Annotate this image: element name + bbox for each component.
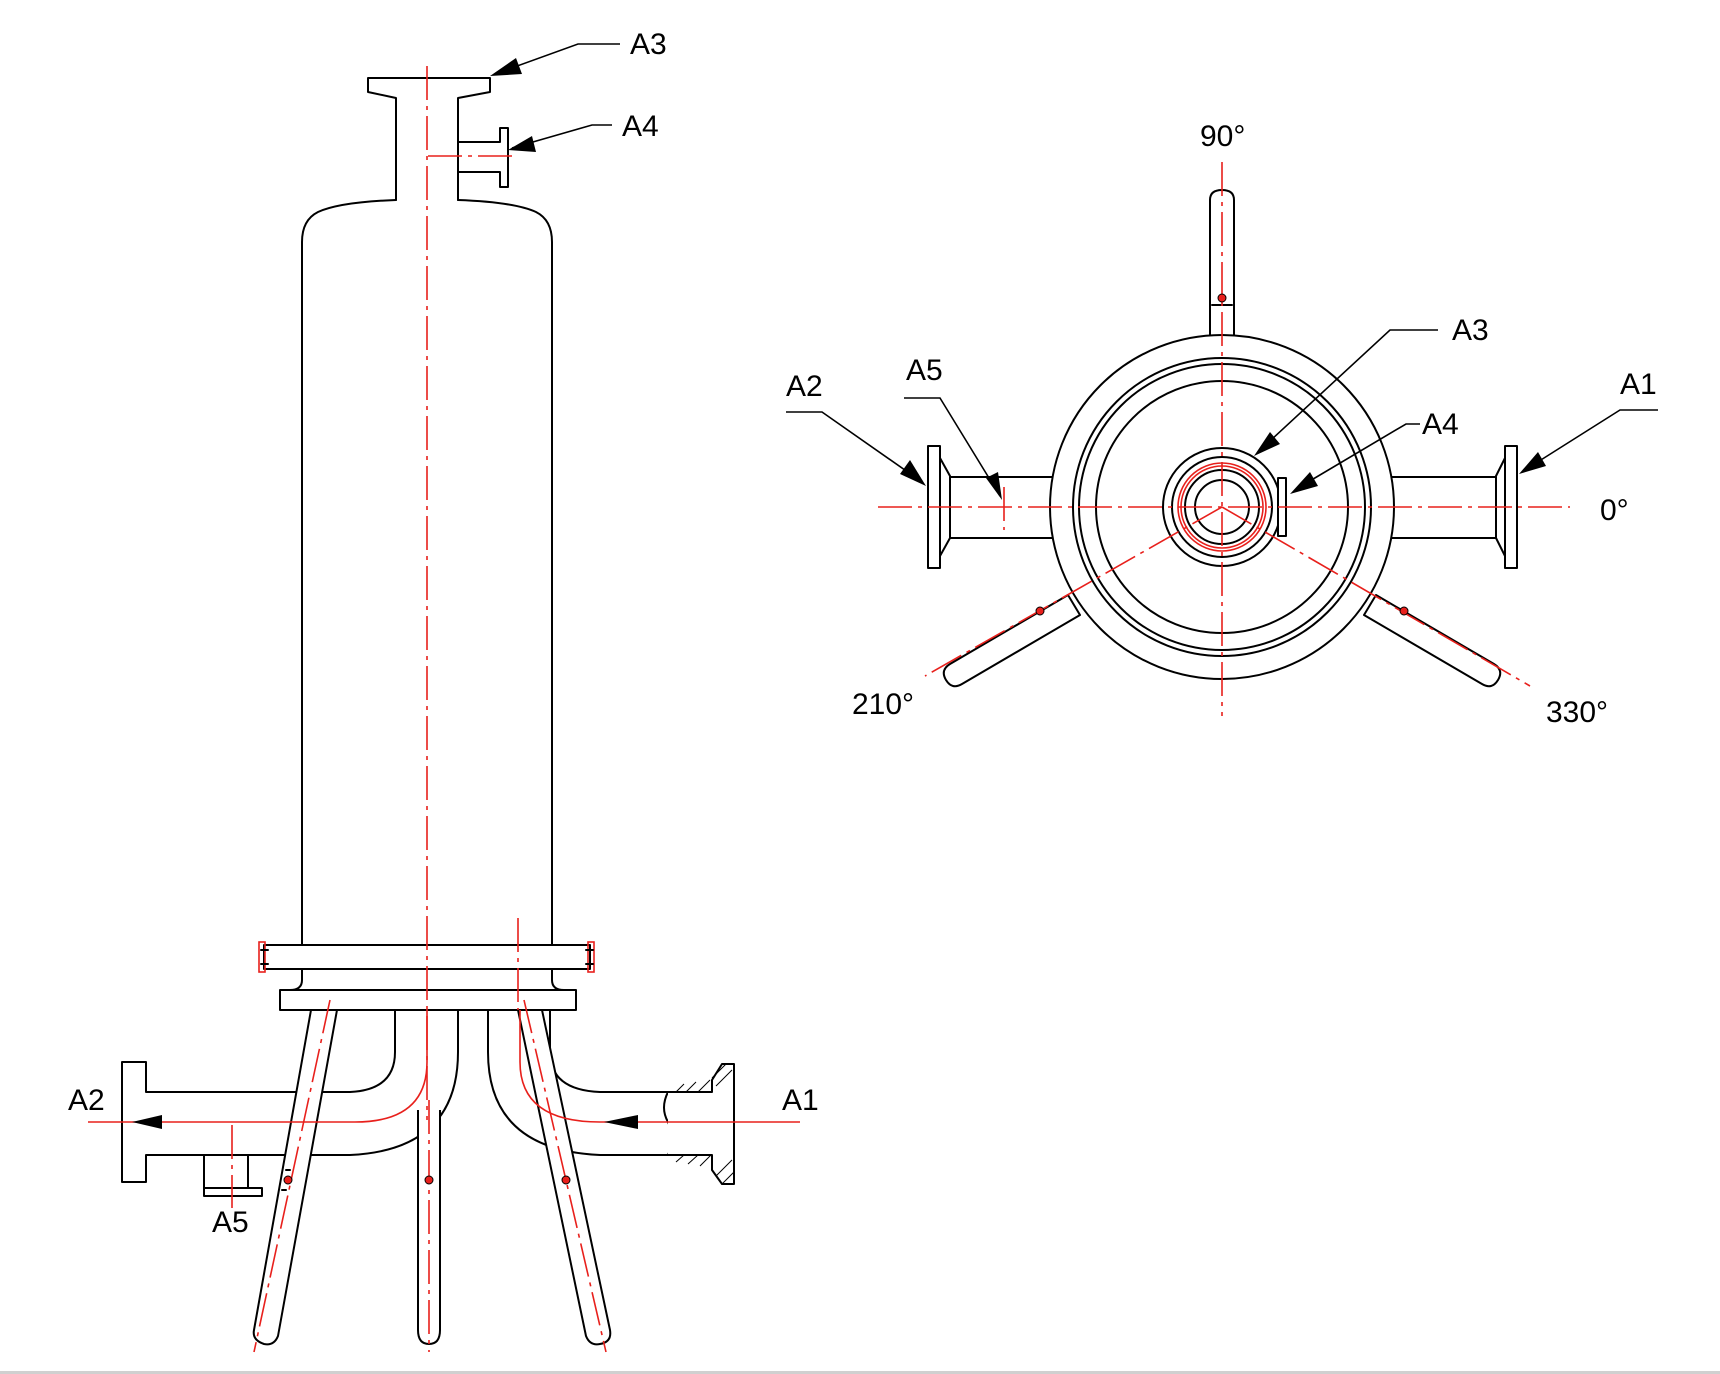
top-label-a5: A5 <box>906 354 943 387</box>
flow-arrow-inlet <box>604 1115 638 1129</box>
top-label-0: 0° <box>1600 494 1629 527</box>
top-view <box>786 162 1658 716</box>
housing-body <box>301 199 553 946</box>
side-label-a4: A4 <box>622 110 659 143</box>
top-leg-210 <box>942 594 1081 688</box>
top-label-330: 330° <box>1546 696 1608 729</box>
side-label-a2: A2 <box>68 1084 105 1117</box>
top-label-a4: A4 <box>1422 408 1459 441</box>
side-view <box>88 43 800 1353</box>
section-hatch <box>675 1063 735 1185</box>
bottom-border <box>0 1371 1720 1374</box>
base-plate <box>279 989 577 1011</box>
side-label-a5: A5 <box>212 1206 249 1239</box>
flow-arrow-outlet <box>132 1115 162 1129</box>
top-label-210: 210° <box>852 688 914 721</box>
side-port-a4 <box>457 127 509 188</box>
side-label-a1: A1 <box>782 1084 819 1117</box>
top-label-a3: A3 <box>1452 314 1489 347</box>
leg-left <box>252 999 338 1353</box>
top-leg-330 <box>1363 594 1502 688</box>
top-label-a2: A2 <box>786 370 823 403</box>
side-label-a3: A3 <box>630 28 667 61</box>
leg-center <box>417 1100 441 1352</box>
top-label-a1: A1 <box>1620 368 1657 401</box>
top-outlet-a3 <box>367 77 491 201</box>
leg-right <box>517 999 612 1353</box>
top-label-90: 90° <box>1200 120 1245 153</box>
outlet-elbow-a2 <box>121 1009 459 1208</box>
